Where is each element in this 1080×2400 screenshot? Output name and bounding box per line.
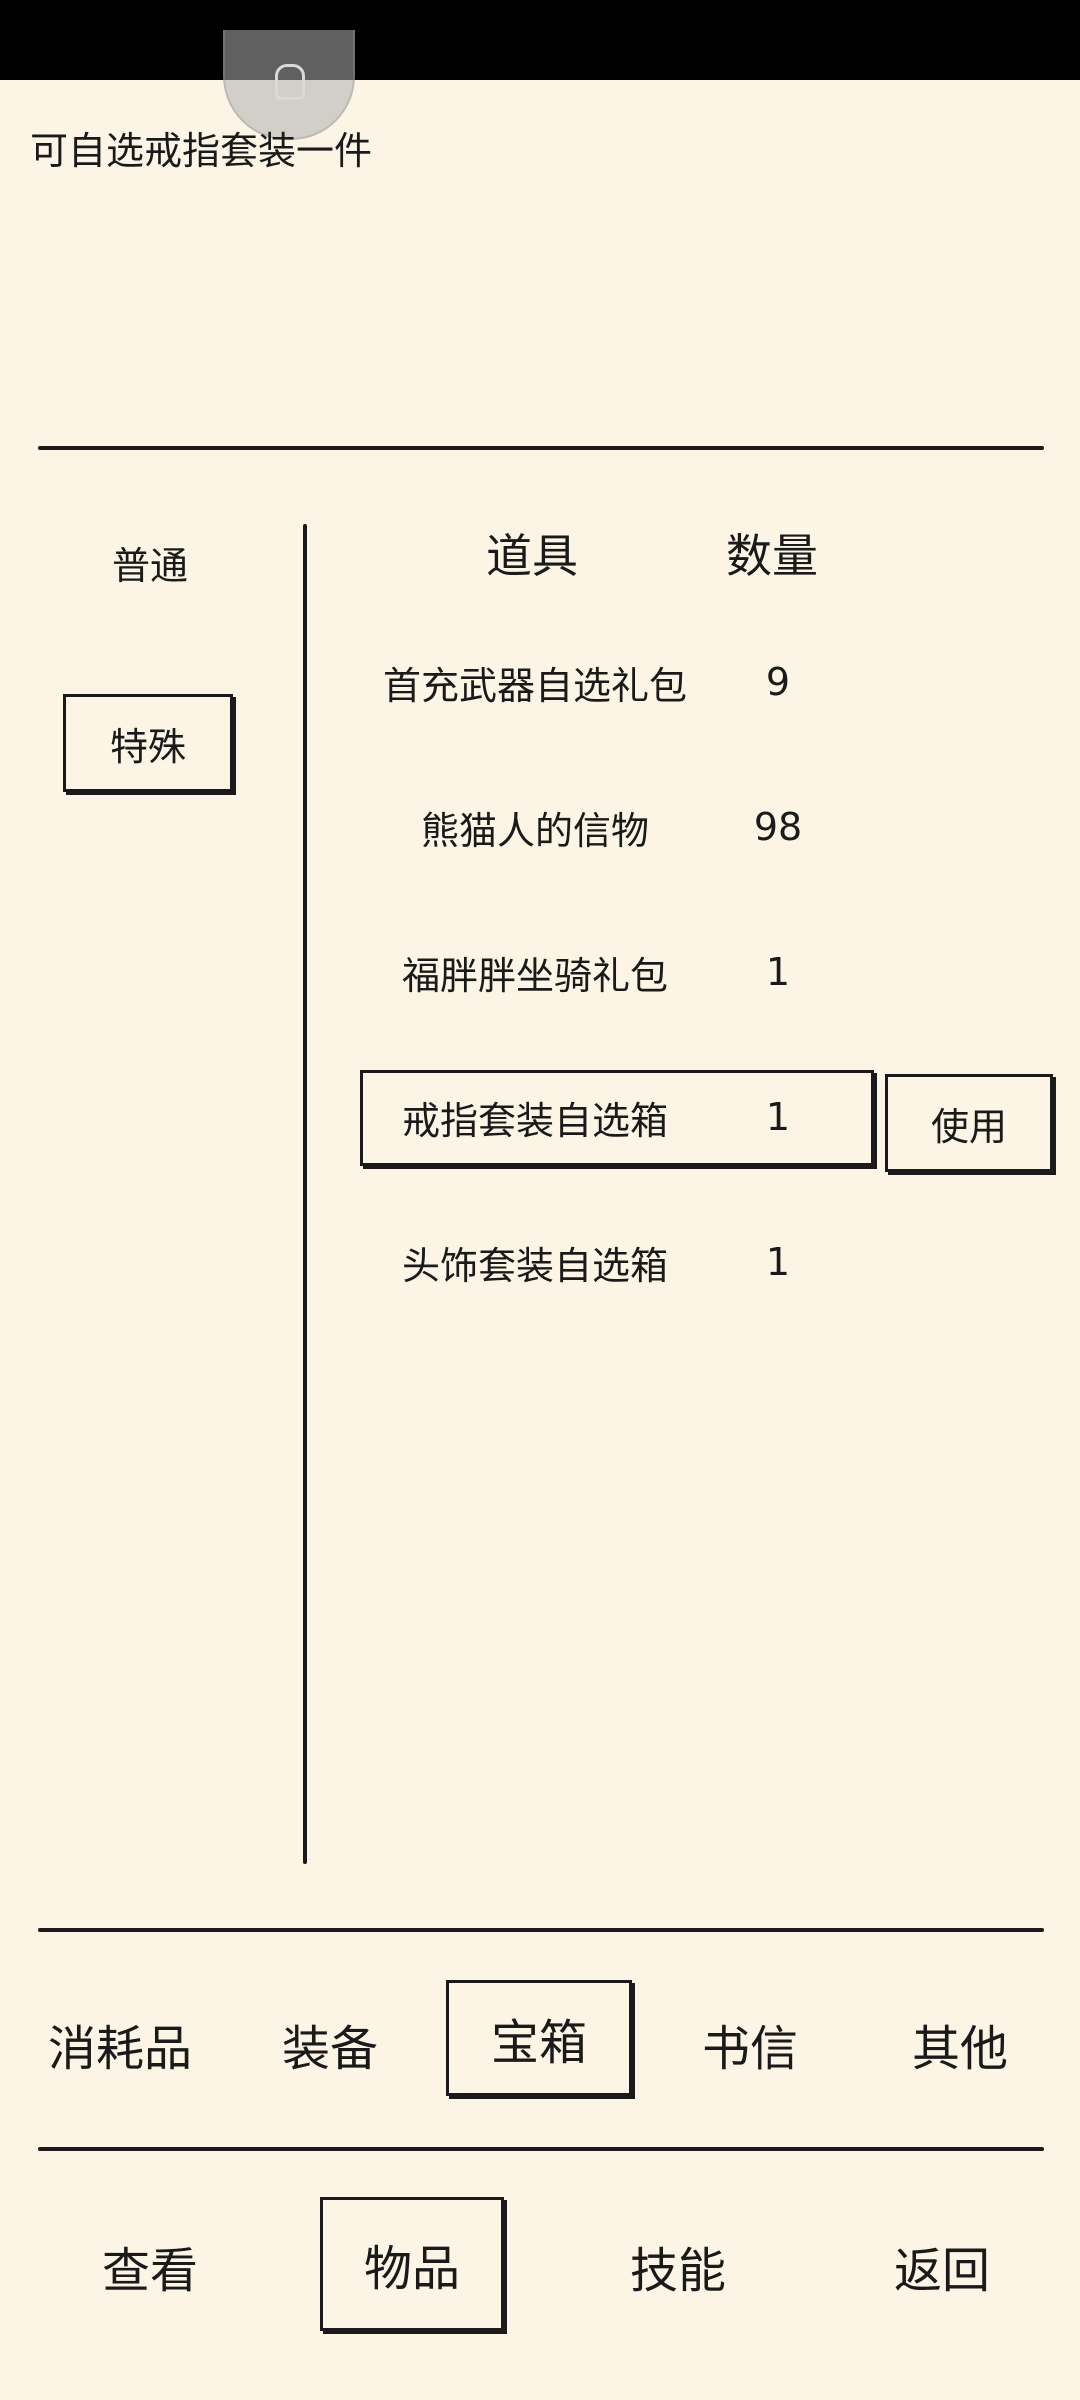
item-name[interactable]: 头饰套装自选箱 xyxy=(401,1243,668,1288)
item-quantity: 1 xyxy=(765,1240,791,1284)
tab-items[interactable]: 物品 xyxy=(320,2197,504,2331)
tab-skills[interactable]: 技能 xyxy=(629,2243,726,2299)
column-header-item: 道具 xyxy=(486,529,578,583)
item-quantity: 9 xyxy=(765,660,791,704)
tab-consumables[interactable]: 消耗品 xyxy=(47,2021,192,2077)
item-name[interactable]: 戒指套装自选箱 xyxy=(401,1098,668,1143)
category-special[interactable]: 特殊 xyxy=(63,694,233,792)
tab-view[interactable]: 查看 xyxy=(101,2243,198,2299)
floating-assist-button[interactable] xyxy=(223,30,355,140)
selected-row-frame[interactable] xyxy=(360,1070,874,1166)
use-button[interactable]: 使用 xyxy=(885,1074,1053,1172)
sidebar-divider xyxy=(303,524,307,1864)
main-tabs-divider xyxy=(38,2147,1044,2151)
tabs-divider xyxy=(38,1928,1044,1932)
item-name[interactable]: 福胖胖坐骑礼包 xyxy=(401,953,668,998)
lightbulb-icon xyxy=(275,64,305,100)
top-divider xyxy=(38,446,1044,450)
column-header-quantity: 数量 xyxy=(726,529,818,583)
tab-other[interactable]: 其他 xyxy=(911,2021,1008,2077)
category-normal[interactable]: 普通 xyxy=(111,543,188,588)
item-name[interactable]: 熊猫人的信物 xyxy=(420,808,649,853)
tab-treasure-chest[interactable]: 宝箱 xyxy=(446,1980,632,2096)
tab-letters[interactable]: 书信 xyxy=(701,2021,798,2077)
item-quantity: 98 xyxy=(753,805,803,849)
item-quantity: 1 xyxy=(765,1095,791,1139)
tab-equipment[interactable]: 装备 xyxy=(281,2021,378,2077)
tab-back[interactable]: 返回 xyxy=(893,2243,990,2299)
item-quantity: 1 xyxy=(765,950,791,994)
item-description: 可自选戒指套装一件 xyxy=(30,129,373,173)
status-bar xyxy=(0,0,1080,80)
item-name[interactable]: 首充武器自选礼包 xyxy=(382,663,687,708)
